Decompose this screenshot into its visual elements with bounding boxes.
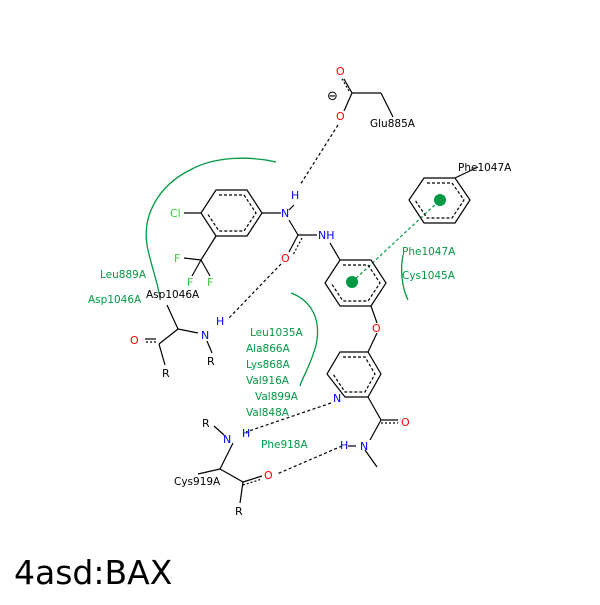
atom-n-cys919: N [223, 433, 231, 446]
residue-lys868: Lys868A [246, 359, 291, 371]
arc-leu889-asp1046 [145, 157, 277, 299]
diagram-title: 4asd:BAX [14, 553, 172, 592]
atom-n-amide: N [360, 440, 368, 453]
residue-phe918: Phe918A [261, 439, 308, 451]
atom-h-cys919: H [242, 427, 250, 440]
atom-o-cys919: O [264, 469, 273, 482]
pi-centroid-phe1047 [434, 194, 446, 206]
atom-labels: O O ⊖ H N NH O Cl F F F O N O H N H N R … [130, 65, 410, 518]
residue-asp1046: Asp1046A [146, 289, 200, 301]
atom-h-urea: H [291, 189, 299, 202]
atom-nh-urea: NH [318, 229, 335, 242]
atom-h-asp1046: H [216, 315, 224, 328]
pi-centroid-ligand [346, 276, 358, 288]
residue-val848: Val848A [246, 407, 290, 419]
residue-val916: Val916A [246, 375, 290, 387]
hydrophobic-arcs [145, 157, 409, 387]
residue-leu889: Leu889A [100, 269, 147, 281]
residue-leu1035: Leu1035A [250, 327, 304, 339]
residue-phe1047: Phe1047A [402, 246, 456, 258]
residue-asp1046-contact: Asp1046A [88, 294, 142, 306]
residue-labels: Glu885A Phe1047A Phe1047A Cys1045A Leu88… [88, 118, 512, 488]
residue-glu885: Glu885A [370, 118, 416, 130]
atom-cl: Cl [170, 207, 181, 220]
atom-h-amide: H [340, 439, 348, 452]
hbond-pyridine-n-cys919 [245, 402, 332, 433]
atom-n-asp1046: N [201, 329, 209, 342]
atom-o-carboxylate-top: O [336, 65, 345, 78]
atom-r-asp1046-n: R [207, 355, 215, 368]
atom-f-1: F [174, 252, 180, 265]
atom-f-3: F [207, 276, 213, 289]
pi-stacking-line [351, 199, 441, 283]
atom-o-carboxylate: O [336, 110, 345, 123]
residue-cys919: Cys919A [174, 476, 221, 488]
atom-o-ether: O [372, 322, 381, 335]
residue-ala866: Ala866A [246, 343, 291, 355]
arc-phe1047-cys1045 [401, 254, 409, 301]
hbond-urea-o-asp1046 [227, 263, 282, 320]
hydrogen-bonds [227, 124, 343, 475]
atom-o-amide: O [401, 416, 410, 429]
atom-o-urea: O [281, 252, 290, 265]
atom-f-2: F [187, 276, 193, 289]
atom-r-cys919: R [235, 505, 243, 518]
arc-leu1035-val848 [290, 292, 319, 387]
atom-n-urea: N [281, 207, 289, 220]
hbond-amide-nh-cys919-o [276, 445, 343, 475]
atom-r-asp1046: R [162, 367, 170, 380]
atom-n-pyridine: N [333, 392, 341, 405]
residue-cys1045: Cys1045A [402, 270, 456, 282]
atom-o-asp1046: O [130, 334, 139, 347]
charge-minus-icon: ⊖ [327, 89, 338, 104]
residue-val899: Val899A [255, 391, 299, 403]
atom-r-cys919-n: R [202, 417, 210, 430]
molecule-bonds [145, 76, 479, 504]
hbond-glu885-nh [299, 124, 339, 186]
residue-phe1047-ring: Phe1047A [458, 162, 512, 174]
